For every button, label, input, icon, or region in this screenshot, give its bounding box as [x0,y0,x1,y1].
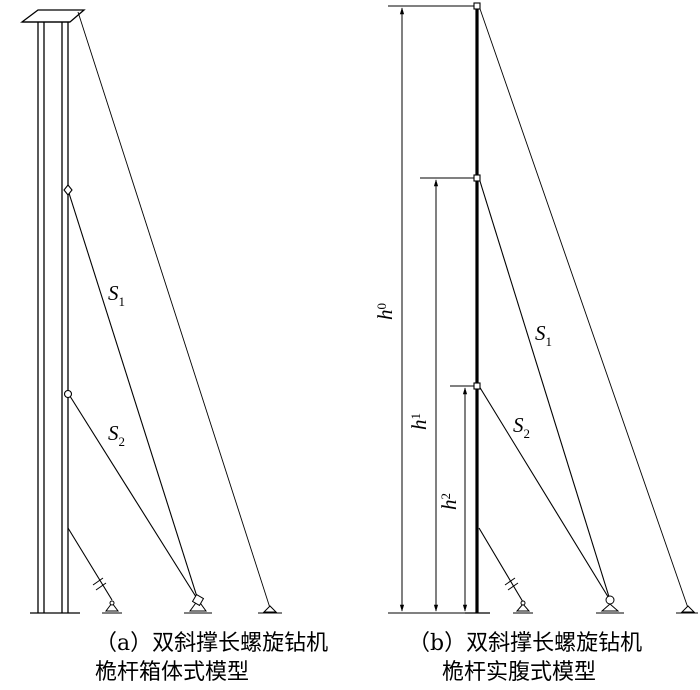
label-s2-b: S2 [513,413,530,441]
support-2-b [596,595,624,614]
label-h2: h2 [437,493,461,510]
lower-strut-b [478,527,524,603]
label-h0: h0 [373,303,397,320]
mast-top-cap [20,9,86,23]
hinge-nodes [63,184,73,399]
dimension-extension-lines [388,5,474,614]
support-1-b [513,600,533,614]
lower-strut [67,527,113,601]
caption-a-line1: （a）双斜撑长螺旋钻机 [95,631,328,656]
brace-s2-b [478,385,611,601]
caption-b-line2: 桅杆实腹式模型 [442,660,596,685]
diagram-a [20,9,282,614]
support-3-b [676,605,698,614]
back-stay [77,11,271,609]
box-mast [22,21,70,613]
label-s1-b: S1 [535,321,552,349]
lower-strut-cylinder-b [504,577,519,591]
brace-s2 [67,392,199,601]
diagram-b [388,2,698,614]
support-1 [102,600,122,614]
label-s2-a: S2 [108,421,125,449]
hinge-nodes-b [473,2,481,390]
caption-a-line2: 桅杆箱体式模型 [95,660,249,685]
back-stay-b [478,5,689,609]
label-h1: h1 [407,413,431,430]
brace-s1-b [478,177,611,601]
support-3 [258,605,282,614]
label-s1-a: S1 [108,281,125,309]
caption-b-line1: （b）双斜撑长螺旋钻机 [408,631,642,656]
support-2 [184,593,212,614]
lower-strut-cylinder [92,577,107,591]
brace-s1 [67,189,199,601]
